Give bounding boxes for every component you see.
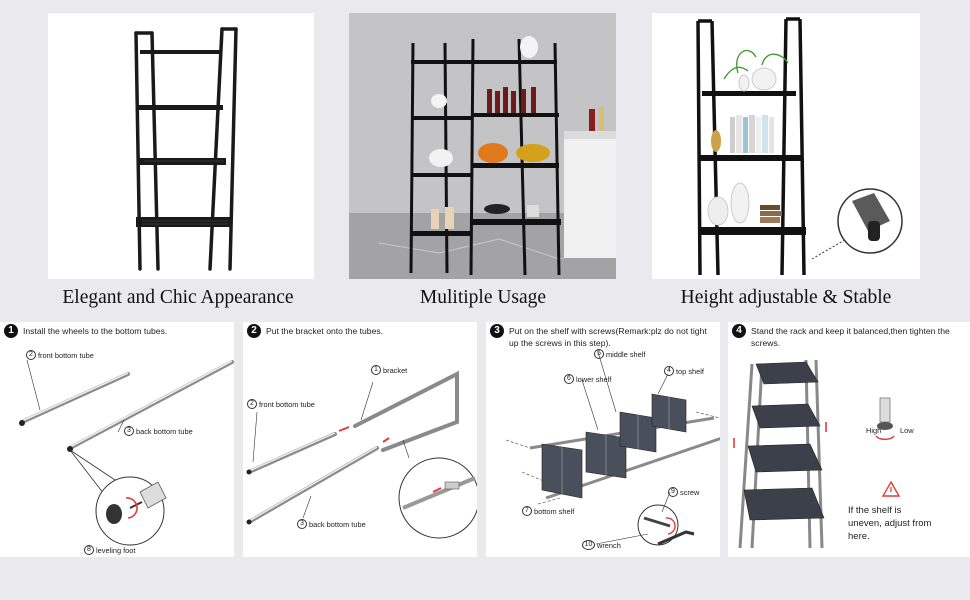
step-instruction: Put on the shelf with screws(Remark:plz … [509,326,707,348]
step-4-heading: 4 Stand the rack and keep it balanced,th… [732,324,964,349]
product-photo-plain-shelf [48,13,314,279]
uneven-shelf-note: If the shelf is uneven, adjust from here… [848,505,932,542]
styled-shelf-illustration [696,17,903,276]
step-number-badge: 3 [490,324,504,338]
ladder-shelf-illustration [134,27,238,271]
step-instruction: Install the wheels to the bottom tubes. [23,326,168,336]
label-low: Low [900,426,914,435]
step-3-heading: 3 Put on the shelf with screws(Remark:pl… [490,324,714,349]
step-3-panel: 3 Put on the shelf with screws(Remark:pl… [486,322,720,557]
step-number-badge: 4 [732,324,746,338]
warning-icon [881,480,901,497]
step-instruction: Stand the rack and keep it balanced,then… [751,326,950,348]
step-instruction: Put the bracket onto the tubes. [266,326,384,336]
step-1-diagram [19,359,234,546]
step-number-badge: 2 [247,324,261,338]
step-3-diagram [505,351,720,546]
caption-multiple-usage: Mulitiple Usage [419,287,547,308]
kitchen-scene-illustration [349,13,616,279]
label-high: High [866,426,882,435]
caption-elegant-appearance: Elegant and Chic Appearance [62,287,294,308]
product-photo-height-adjustable [652,13,920,279]
step-1-heading: 1 Install the wheels to the bottom tubes… [4,324,228,338]
step-2-diagram [246,370,477,539]
product-photo-multiple-usage [349,13,616,279]
step-2-heading: 2 Put the bracket onto the tubes. [247,324,471,338]
step-4-diagram [733,359,901,549]
step-4-panel: 4 Stand the rack and keep it balanced,th… [728,322,970,557]
step-number-badge: 1 [4,324,18,338]
caption-height-adjustable: Height adjustable & Stable [680,287,892,308]
step-1-panel: 1 Install the wheels to the bottom tubes… [0,322,234,557]
